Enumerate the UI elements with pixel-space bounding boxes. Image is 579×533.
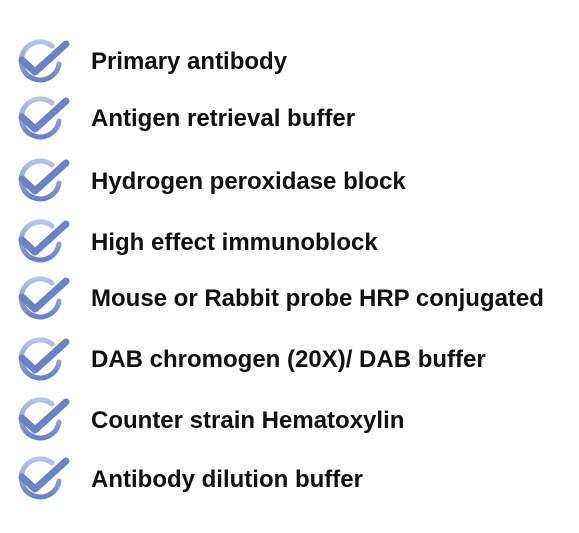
item-label: Counter strain Hematoxylin [91, 407, 405, 434]
check-circle-icon [18, 96, 70, 140]
list-item: Antibody dilution buffer [0, 455, 579, 505]
item-label: Primary antibody [91, 48, 288, 75]
list-item: DAB chromogen (20X)/ DAB buffer [0, 336, 579, 386]
list-item: Antigen retrieval buffer [0, 95, 579, 145]
check-circle-icon [18, 276, 70, 320]
list-item: Hydrogen peroxidase block [0, 157, 579, 207]
item-label: Antibody dilution buffer [91, 466, 363, 493]
check-circle-icon [18, 219, 70, 263]
check-circle-icon [18, 397, 70, 441]
item-label: Hydrogen peroxidase block [91, 168, 406, 195]
item-label: DAB chromogen (20X)/ DAB buffer [91, 346, 486, 373]
list-item: Primary antibody [0, 38, 579, 88]
check-circle-icon [18, 39, 70, 83]
list-item: Counter strain Hematoxylin [0, 396, 579, 446]
list-item: Mouse or Rabbit probe HRP conjugated [0, 275, 579, 325]
check-circle-icon [18, 158, 70, 202]
item-label: High effect immunoblock [91, 229, 378, 256]
check-circle-icon [18, 456, 70, 500]
check-circle-icon [18, 337, 70, 381]
list-item: High effect immunoblock [0, 218, 579, 268]
item-label: Antigen retrieval buffer [91, 105, 356, 132]
item-label: Mouse or Rabbit probe HRP conjugated [91, 285, 544, 312]
